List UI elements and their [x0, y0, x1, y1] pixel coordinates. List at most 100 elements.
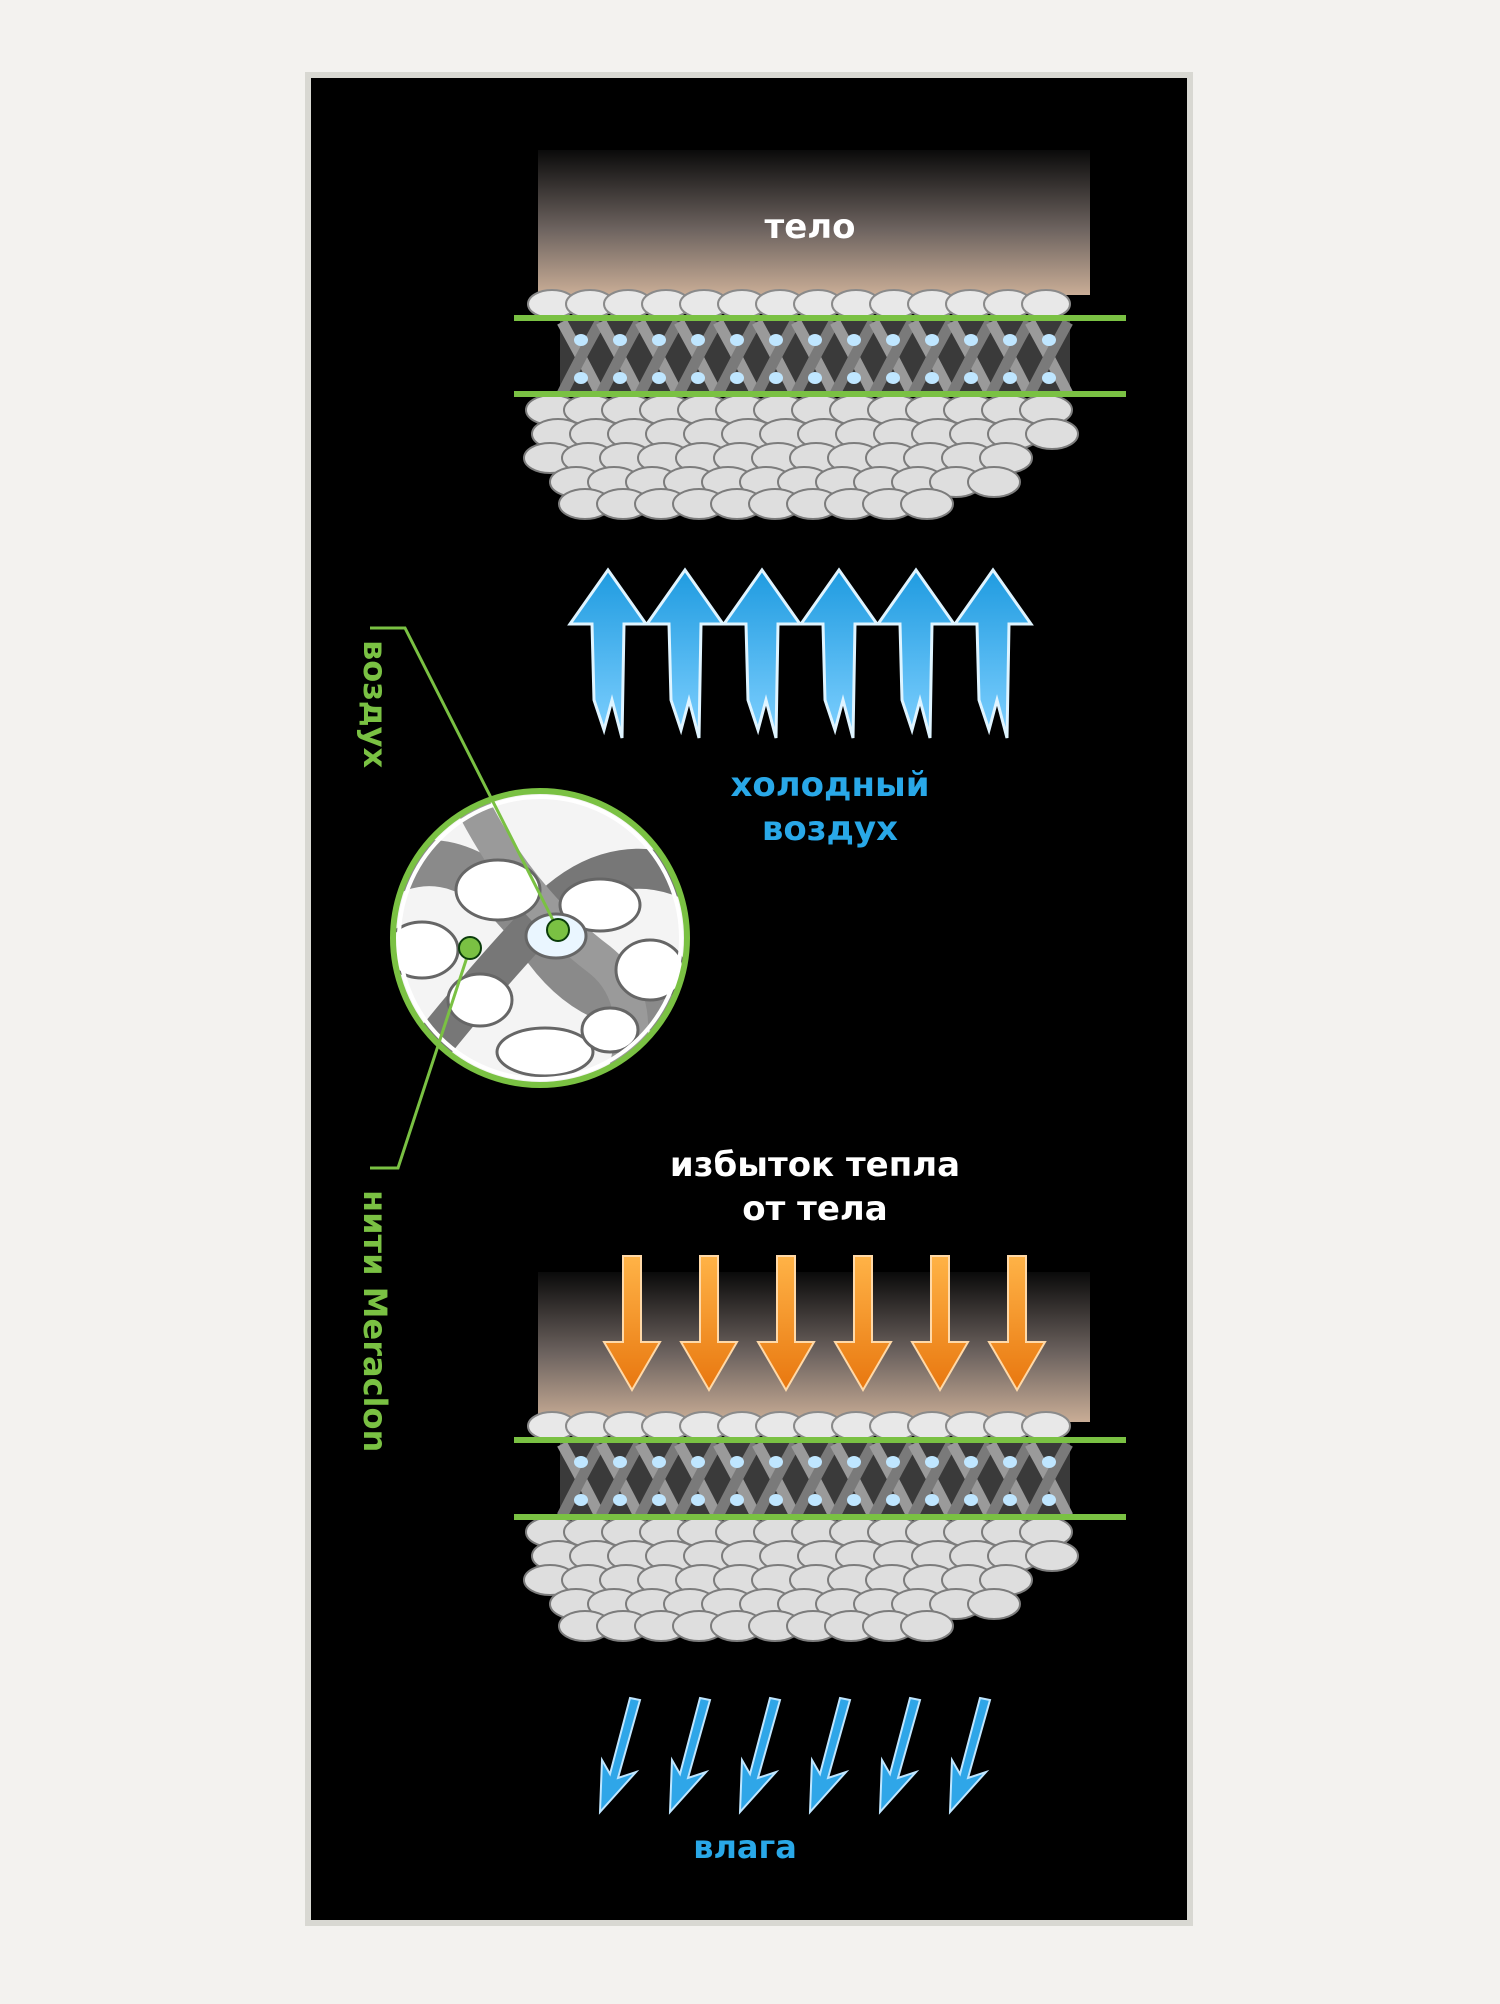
knit-loop	[900, 1610, 954, 1642]
magnifier	[370, 626, 690, 1170]
knit-loop	[1021, 1411, 1071, 1441]
heat-arrows	[602, 1255, 1047, 1392]
excess-heat-label-line-1: избыток тепла	[670, 1145, 960, 1185]
grey-thread	[830, 319, 878, 397]
air-pocket	[652, 372, 666, 384]
top-weave	[523, 289, 1079, 520]
air-pocket	[691, 1494, 705, 1506]
air-pocket	[1003, 1456, 1017, 1468]
grey-thread	[1025, 1441, 1073, 1519]
grey-thread	[908, 319, 956, 397]
air-callout-line	[370, 626, 560, 931]
air-pocket	[652, 1494, 666, 1506]
grey-thread	[713, 319, 761, 397]
knit-loop	[967, 1588, 1021, 1620]
grey-thread	[635, 319, 683, 397]
body-label: тело	[764, 207, 855, 247]
air-pocket	[769, 1456, 783, 1468]
air-pocket	[613, 372, 627, 384]
arrow-down-icon	[987, 1255, 1047, 1392]
air-pocket	[1003, 334, 1017, 346]
grey-thread	[869, 319, 917, 397]
air-pocket	[574, 372, 588, 384]
top-fabric-section: тело	[514, 150, 1126, 520]
grey-thread	[1025, 319, 1073, 397]
arrow-up-icon	[952, 567, 1034, 739]
magnifier-ring	[390, 788, 690, 1088]
threads-label: нити Meraclon	[356, 1190, 394, 1452]
top-body-layer	[538, 150, 1090, 295]
air-pocket	[808, 1456, 822, 1468]
arrow-down-icon	[679, 1255, 739, 1392]
knit-loop	[967, 466, 1021, 498]
cold-air-label-line-1: холодный	[730, 765, 929, 805]
air-pocket	[1003, 1494, 1017, 1506]
air-pocket	[1042, 372, 1056, 384]
bottom-weave	[523, 1411, 1079, 1642]
air-pocket	[925, 334, 939, 346]
grey-thread	[674, 319, 722, 397]
arrow-down-left-icon	[738, 1696, 782, 1815]
grey-thread	[986, 1441, 1034, 1519]
air-pocket	[1042, 1456, 1056, 1468]
grey-thread	[674, 1441, 722, 1519]
arrow-down-left-icon	[668, 1696, 712, 1815]
grey-thread	[869, 1441, 917, 1519]
air-pocket	[730, 334, 744, 346]
air-pocket	[847, 1494, 861, 1506]
arrow-up-icon	[798, 567, 880, 739]
air-callout-dot	[546, 918, 570, 942]
air-pocket	[1003, 372, 1017, 384]
grey-thread	[596, 1441, 644, 1519]
knit-loop	[900, 488, 954, 520]
air-pocket	[574, 1456, 588, 1468]
arrow-down-left-icon	[948, 1696, 992, 1815]
thread-callout-dot	[458, 936, 482, 960]
grey-thread	[791, 1441, 839, 1519]
air-pocket	[808, 334, 822, 346]
arrow-down-icon	[756, 1255, 816, 1392]
grey-thread	[713, 1441, 761, 1519]
moisture-label: влага	[693, 1828, 797, 1866]
air-pocket	[808, 372, 822, 384]
bottom-green-line-2	[514, 1514, 1126, 1520]
air-pocket	[691, 1456, 705, 1468]
air-pocket	[613, 1494, 627, 1506]
top-green-line-2	[514, 391, 1126, 397]
air-pocket	[925, 372, 939, 384]
air-pocket	[886, 334, 900, 346]
grey-thread	[596, 319, 644, 397]
arrow-up-icon	[721, 567, 803, 739]
air-pocket	[886, 1494, 900, 1506]
grey-thread	[752, 319, 800, 397]
air-pocket	[652, 334, 666, 346]
air-pocket	[847, 1456, 861, 1468]
arrow-down-icon	[602, 1255, 662, 1392]
air-pocket	[691, 334, 705, 346]
air-pocket	[769, 372, 783, 384]
top-green-line-1	[514, 315, 1126, 321]
air-pocket	[652, 1456, 666, 1468]
air-pocket	[886, 1456, 900, 1468]
bottom-green-line-1	[514, 1437, 1126, 1443]
air-pocket	[691, 372, 705, 384]
arrow-down-left-icon	[808, 1696, 852, 1815]
knit-loop	[1021, 289, 1071, 319]
air-pocket	[964, 372, 978, 384]
air-pocket	[847, 372, 861, 384]
thread-callout-line	[370, 947, 472, 1170]
knit-loop	[1025, 418, 1079, 450]
grey-thread	[557, 319, 605, 397]
arrow-down-left-icon	[878, 1696, 922, 1815]
grey-thread	[557, 1441, 605, 1519]
grey-thread	[947, 1441, 995, 1519]
air-pocket	[1042, 1494, 1056, 1506]
air-pocket	[925, 1494, 939, 1506]
cold-air-label-line-2: воздух	[762, 809, 898, 849]
arrow-up-icon	[875, 567, 957, 739]
air-pocket	[1042, 334, 1056, 346]
air-pocket	[574, 1494, 588, 1506]
bottom-fabric-section	[514, 1255, 1126, 1642]
